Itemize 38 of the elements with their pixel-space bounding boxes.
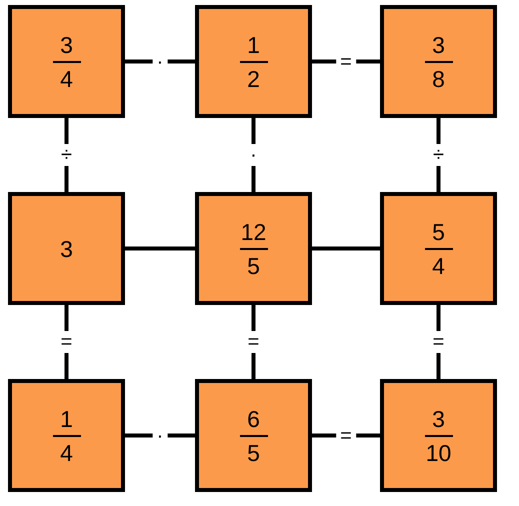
connector-line (312, 434, 380, 438)
denominator: 5 (246, 252, 261, 278)
number-box (195, 192, 312, 305)
denominator: 4 (431, 252, 446, 278)
connector-line (436, 118, 440, 192)
connector-line (436, 305, 440, 379)
numerator: 1 (59, 406, 74, 432)
numerator: 3 (59, 32, 74, 58)
connector-line (252, 305, 256, 379)
number-box (195, 5, 312, 118)
number: 3 (59, 236, 74, 262)
numerator: 3 (431, 406, 446, 432)
denominator: 4 (59, 440, 74, 466)
connector-line (125, 434, 195, 438)
number-box (195, 379, 312, 492)
connector-line (252, 118, 256, 192)
number-box (8, 5, 125, 118)
number-box (380, 5, 497, 118)
numerator: 12 (240, 218, 268, 244)
connector-line (125, 60, 195, 64)
denominator: 5 (246, 440, 261, 466)
numerator: 1 (246, 32, 261, 58)
connector-line (64, 118, 68, 192)
connector-line (64, 305, 68, 379)
denominator: 4 (59, 66, 74, 92)
connector-line (125, 246, 195, 250)
number-box (380, 192, 497, 305)
denominator: 2 (246, 66, 261, 92)
denominator: 10 (424, 440, 452, 466)
number-box (380, 379, 497, 492)
connector-line (312, 246, 380, 250)
connector-line (312, 60, 380, 64)
number-box (8, 192, 125, 305)
numerator: 6 (246, 406, 261, 432)
numerator: 3 (431, 32, 446, 58)
numerator: 5 (431, 218, 446, 244)
number-box (8, 379, 125, 492)
denominator: 8 (431, 66, 446, 92)
